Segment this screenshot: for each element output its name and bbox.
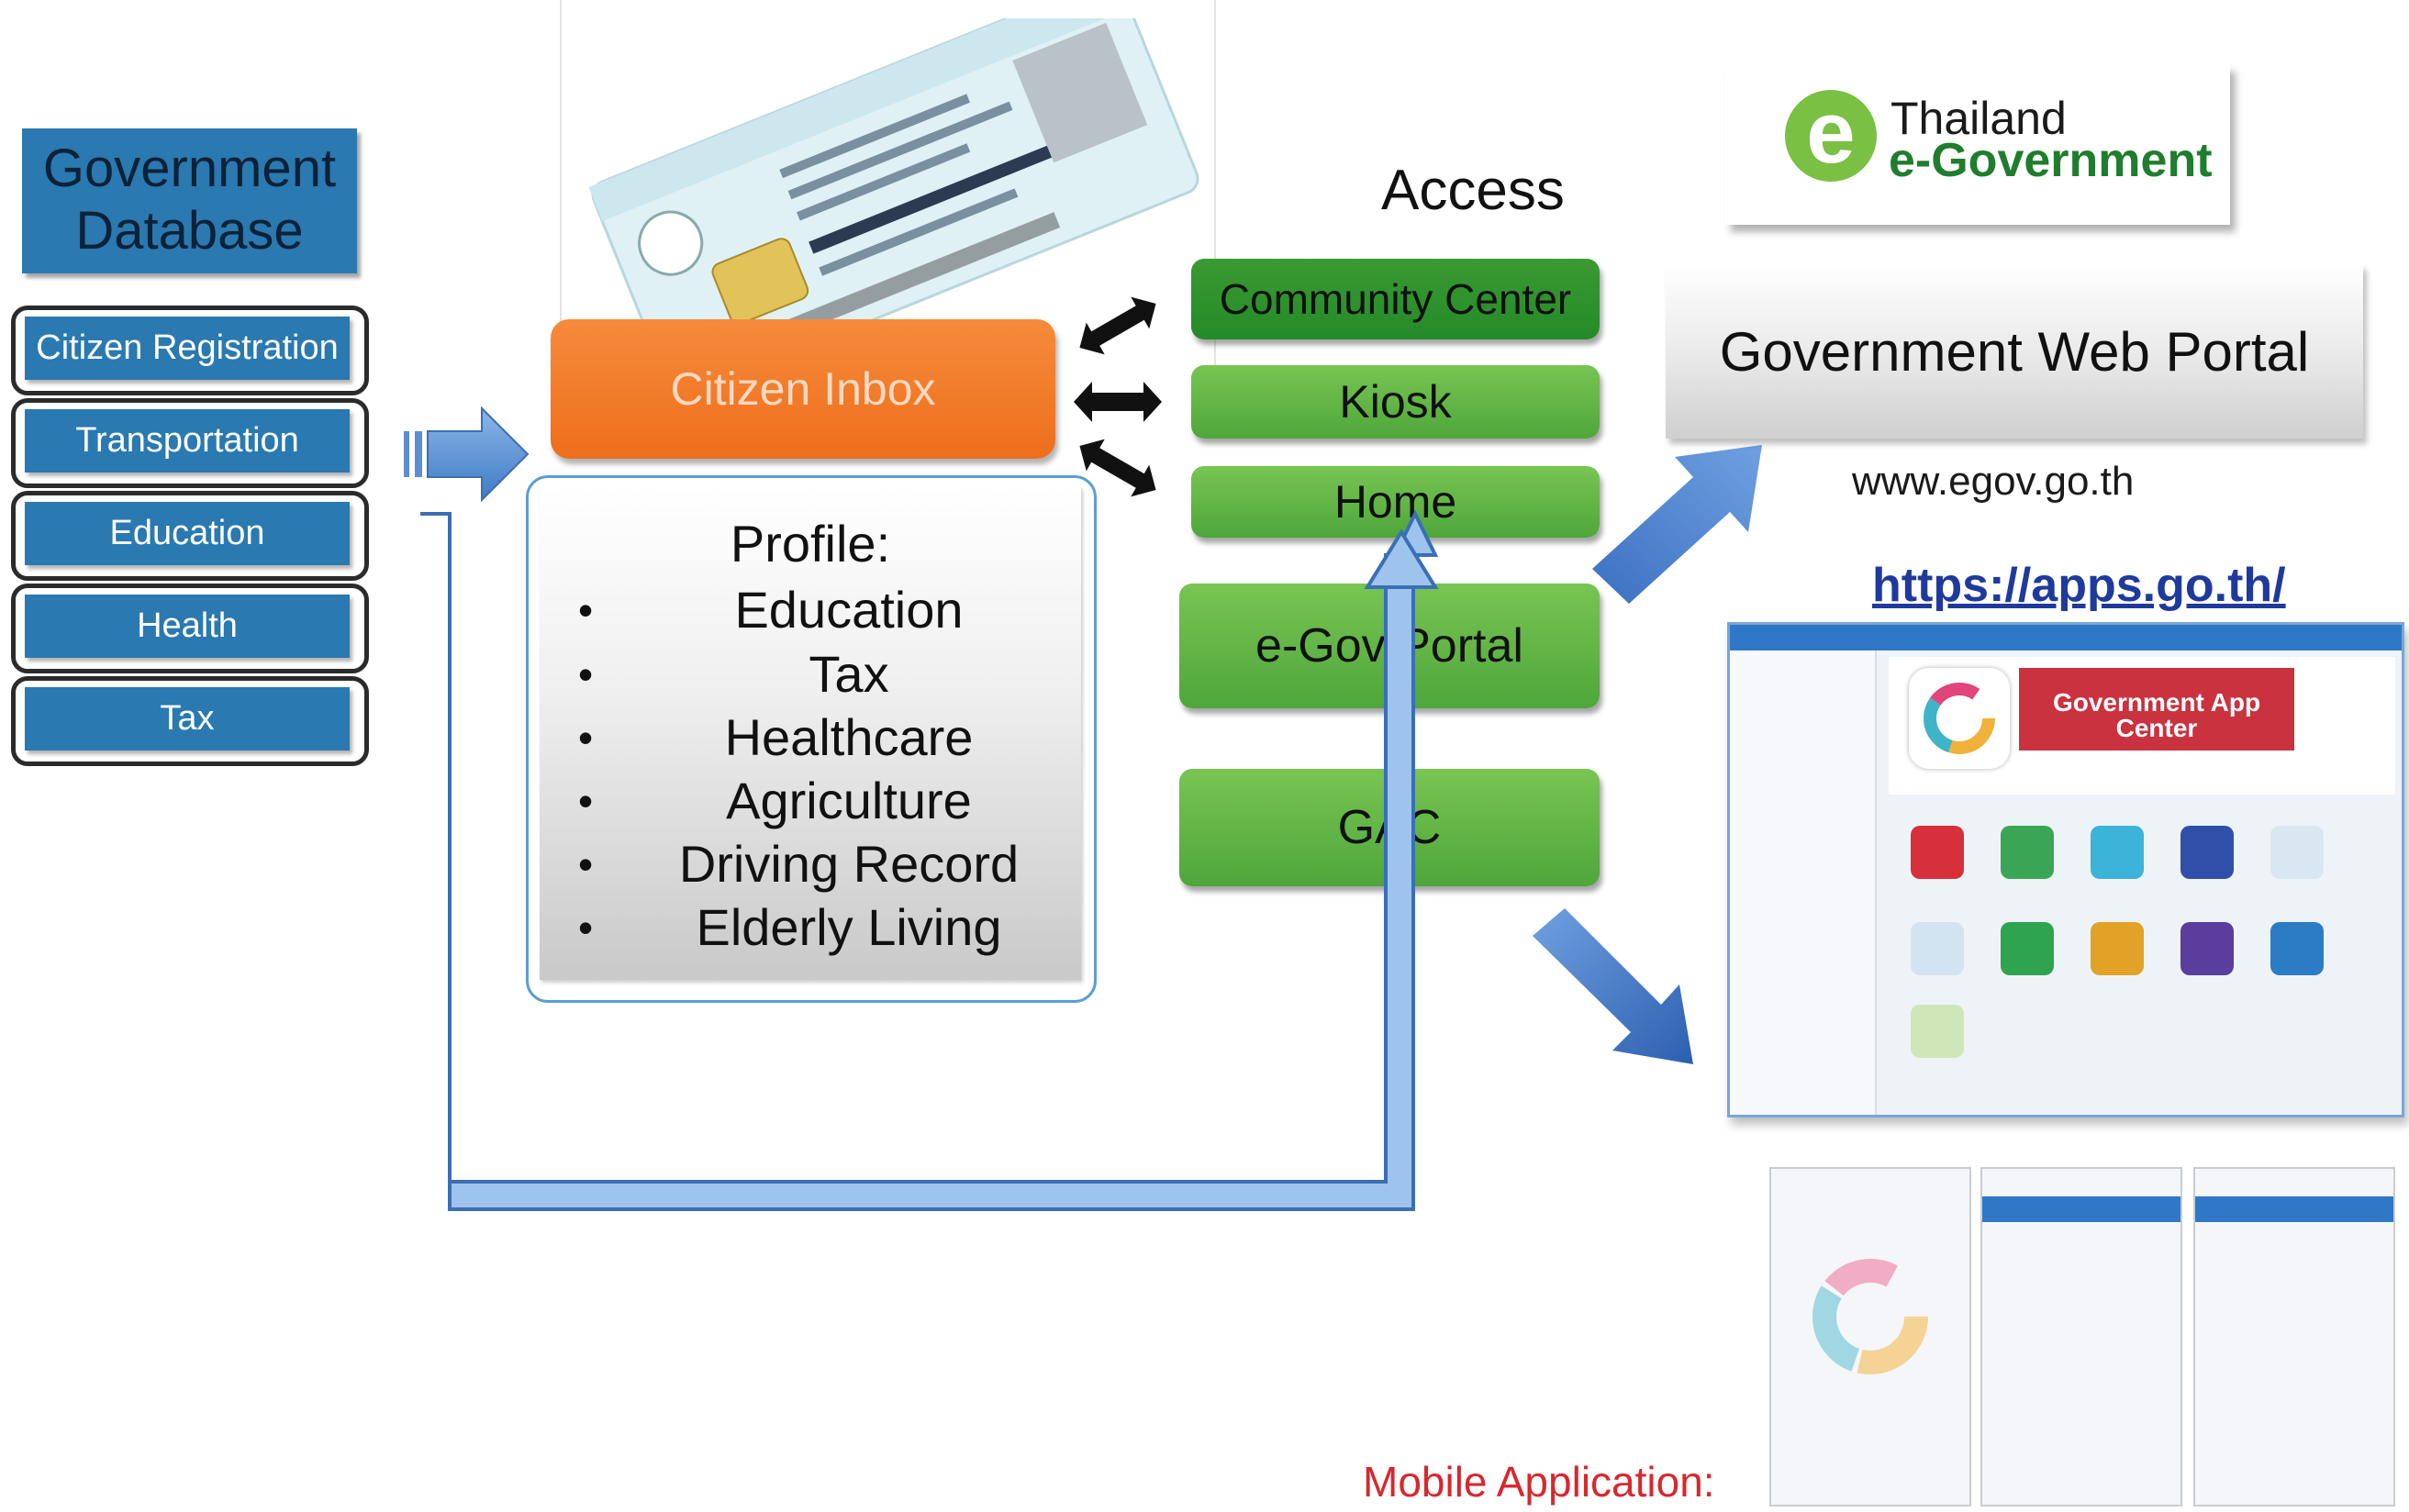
bullet-icon: • (578, 650, 594, 698)
right-arrow-icon (404, 406, 530, 503)
profile-item-label: Agriculture (726, 772, 972, 829)
phone-screenshot-detail (2193, 1167, 2395, 1506)
phone-app-logo-icon (1812, 1259, 1928, 1374)
app-icon-pass (2270, 922, 2324, 975)
phone-screenshot-splash (1769, 1167, 1971, 1506)
database-item-citizen-registration: Citizen Registration (11, 306, 369, 395)
profile-item: • Healthcare (578, 706, 1074, 770)
app-icon-rd (2001, 922, 2054, 975)
bullet-icon: • (578, 714, 594, 762)
profile-item: • Tax (578, 642, 1074, 706)
diagonal-up-arrow-icon (1592, 445, 1762, 604)
phone-screenshot-list (1980, 1167, 2182, 1506)
app-center-sidebar (1730, 650, 1877, 1115)
diagonal-down-arrow-icon (1533, 908, 1693, 1064)
database-item-tax: Tax (11, 676, 369, 766)
bullet-icon: • (578, 840, 594, 888)
channel-community-center: Community Center (1191, 259, 1600, 339)
app-icon-post (1911, 826, 1964, 879)
database-item-label: Tax (25, 687, 350, 750)
database-item-transportation: Transportation (11, 398, 369, 488)
citizen-inbox-box: Citizen Inbox (551, 319, 1055, 459)
app-center-banner-red (2019, 668, 2294, 750)
database-item-label: Transportation (25, 409, 350, 472)
app-icon-exchange (2001, 826, 2054, 879)
phone-topbar (2195, 1196, 2393, 1222)
database-item-label: Health (25, 595, 350, 658)
profile-box (540, 486, 1081, 980)
bullet-icon: • (578, 777, 594, 825)
profile-item: • Agriculture (578, 769, 1074, 833)
government-web-portal-box: Government Web Portal (1666, 264, 2363, 439)
app-center-topbar (1730, 625, 2402, 650)
app-icon-smart (2270, 826, 2324, 879)
profile-item: • Driving Record (578, 832, 1074, 896)
profile-item: • Elderly Living (578, 895, 1074, 960)
double-arrow-icons (1074, 296, 1162, 497)
app-icon-rmf (2180, 826, 2234, 879)
profile-item-label: Healthcare (724, 708, 974, 766)
channel-kiosk: Kiosk (1191, 365, 1600, 439)
app-icon-pt (1911, 922, 1964, 975)
database-item-label: Citizen Registration (25, 317, 350, 380)
database-item-health: Health (11, 584, 369, 673)
app-center-banner-title: Government App Center (2052, 688, 2261, 742)
profile-title: Profile: (730, 515, 891, 573)
profile-item-label: Education (734, 581, 964, 639)
egov-logo-icon (1785, 90, 1877, 182)
database-item-label: Education (25, 502, 350, 565)
profile-item-label: Driving Record (678, 835, 1020, 893)
egov-url: www.egov.go.th (1852, 459, 2135, 504)
id-card-image (588, 18, 1199, 330)
mobile-application-label: Mobile Application: (1363, 1458, 1715, 1506)
access-heading: Access (1381, 159, 1565, 222)
bullet-icon: • (578, 904, 594, 951)
app-icon-lottery (2091, 826, 2144, 879)
profile-item-label: Elderly Living (696, 898, 1002, 956)
egov-logo-glyph: e (1806, 83, 1856, 182)
egov-logo-line2: e-Government (1889, 134, 2213, 187)
profile-item-label: Tax (809, 645, 889, 703)
egov-logo-line1: Thailand (1890, 93, 2067, 144)
profile-item: • Education (578, 578, 1074, 642)
app-icon-1191 (2091, 922, 2144, 975)
bullet-icon: • (578, 586, 594, 634)
database-item-education: Education (11, 491, 369, 581)
app-icon-pea (2180, 922, 2234, 975)
government-database-title: Government Database (22, 128, 357, 273)
app-icon-food (1911, 1005, 1964, 1058)
channel-home: Home (1191, 466, 1600, 538)
apps-link[interactable]: https://apps.go.th/ (1872, 559, 2286, 612)
app-center-c-icon (1924, 683, 1995, 754)
feedback-arrow-icon (420, 509, 1439, 1211)
phone-topbar (1982, 1196, 2180, 1222)
